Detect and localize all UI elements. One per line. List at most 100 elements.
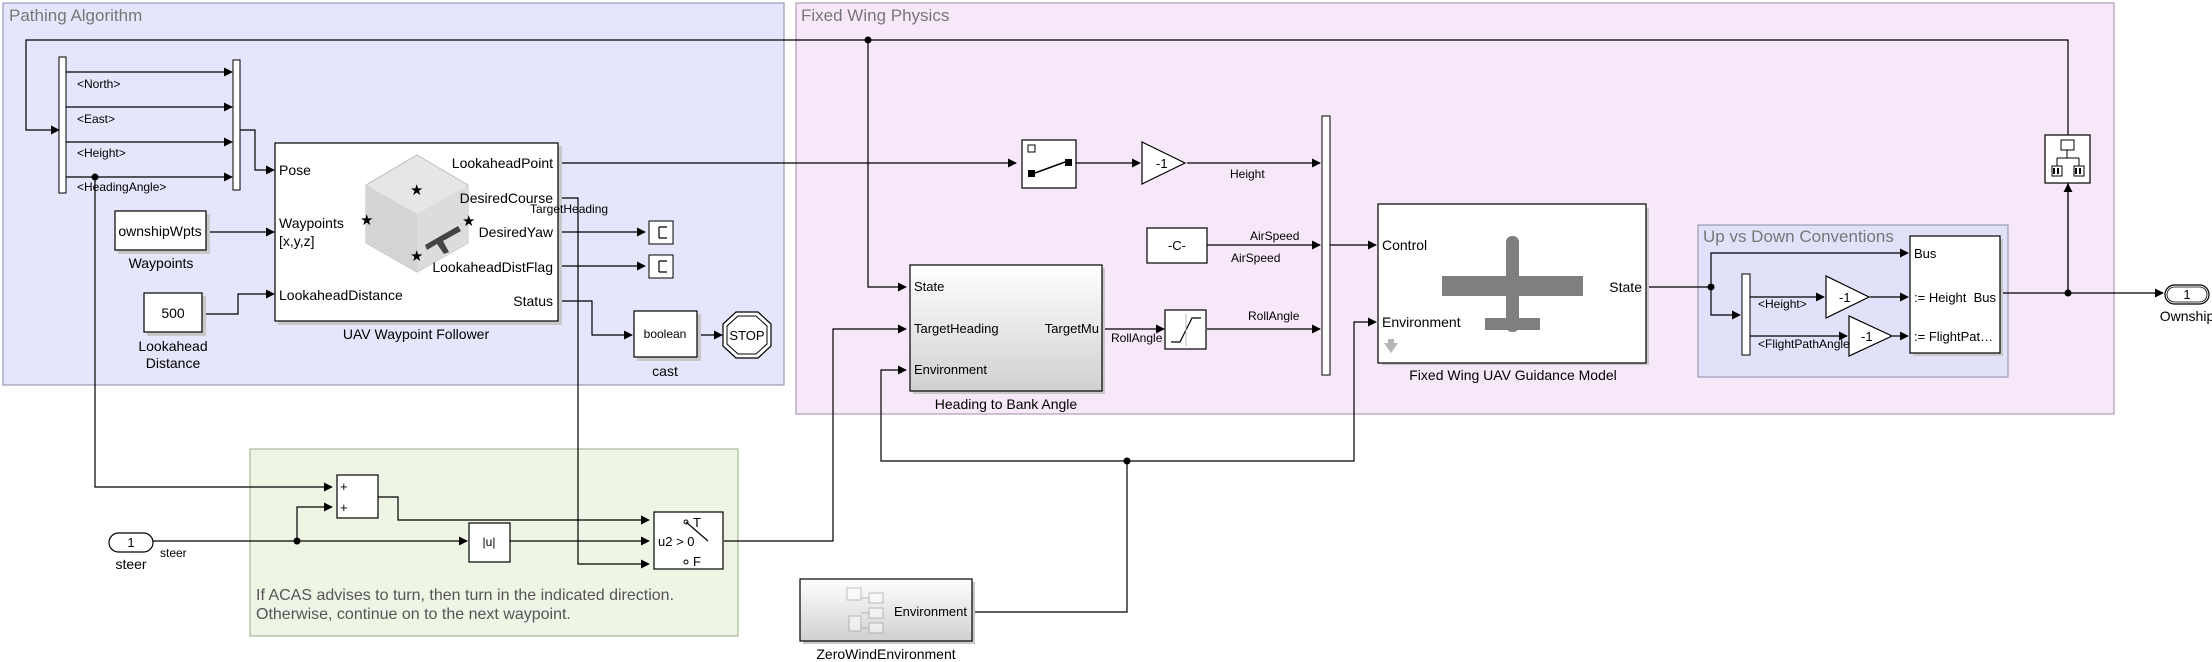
switch-block[interactable]: T u2 > 0 F: [653, 511, 724, 570]
switch-condition: u2 > 0: [658, 534, 695, 549]
port-lookahead-dist-flag: LookaheadDistFlag: [432, 259, 553, 275]
port-desired-yaw: DesiredYaw: [479, 224, 554, 240]
waypoint-star-icon: ★: [462, 213, 475, 230]
airspeed-value: -C-: [1168, 238, 1186, 253]
uav-waypoint-follower-caption: UAV Waypoint Follower: [343, 326, 490, 342]
port-control: Control: [1382, 237, 1427, 253]
signal-height: Height: [1230, 167, 1265, 181]
signal-airspeed-1: AirSpeed: [1250, 229, 1299, 243]
port-state: State: [914, 279, 944, 294]
guidance-model-caption: Fixed Wing UAV Guidance Model: [1409, 367, 1617, 383]
bus-signal-east: <East>: [77, 112, 115, 126]
port-assign-height: := Height: [1914, 290, 1967, 305]
bus-selector[interactable]: [58, 56, 67, 194]
bus-signal-heading-angle: <HeadingAngle>: [77, 180, 166, 194]
heading-to-bank-angle-block[interactable]: State TargetHeading Environment TargetMu: [909, 264, 1105, 394]
bus-signal-north: <North>: [77, 77, 120, 91]
gain-height-flip-block[interactable]: -1: [1825, 275, 1871, 319]
waypoint-3d-icon: ★ ★ ★ ★: [360, 154, 475, 273]
zero-wind-caption: ZeroWindEnvironment: [816, 646, 955, 662]
abs-label: |u|: [483, 535, 496, 549]
bus-assignment-block[interactable]: Bus := Height := FlightPat… Bus: [1909, 235, 2003, 356]
signal-target-heading: TargetHeading: [530, 202, 608, 216]
port-pose: Pose: [279, 162, 311, 178]
zero-wind-environment-block[interactable]: Environment: [799, 578, 975, 644]
stop-label: STOP: [729, 328, 764, 343]
port-environment: Environment: [914, 362, 987, 377]
lookahead-caption-1: Lookahead: [138, 338, 207, 354]
outport-number: 1: [2183, 287, 2190, 302]
note-line-2: Otherwise, continue on to the next waypo…: [256, 606, 571, 623]
sum-sign-2: +: [340, 500, 348, 515]
bus-selector-updown[interactable]: [1741, 273, 1751, 356]
bus-signal-flight-path-angle: <FlightPathAngle>: [1758, 337, 1857, 351]
signal-steer: steer: [160, 546, 187, 560]
bus-signal-height: <Height>: [77, 146, 126, 160]
gain-height-block[interactable]: -1: [1141, 141, 1187, 185]
signal-airspeed-2: AirSpeed: [1231, 251, 1280, 265]
switch-t-label: T: [693, 515, 701, 530]
inport-steer[interactable]: 1: [108, 532, 154, 553]
sum-block[interactable]: + +: [336, 474, 379, 519]
port-desired-course: DesiredCourse: [460, 190, 554, 206]
lookahead-caption-2: Distance: [146, 355, 201, 371]
port-env-out: Environment: [894, 604, 967, 619]
bus-assign-feedback-block[interactable]: [2044, 134, 2091, 184]
port-guidance-state: State: [1609, 279, 1642, 295]
heading-to-bank-angle-caption: Heading to Bank Angle: [935, 396, 1078, 412]
cast-value: boolean: [644, 327, 687, 341]
port-waypoints: Waypoints: [279, 215, 344, 231]
environment-bus-icon: [846, 587, 884, 634]
outport-name: Ownship: [2160, 308, 2212, 324]
manual-switch-block[interactable]: [1021, 139, 1077, 189]
lookahead-distance-constant[interactable]: 500: [143, 292, 206, 336]
airplane-icon: [425, 226, 461, 254]
airspeed-constant[interactable]: -C-: [1146, 227, 1208, 264]
cast-boolean-block[interactable]: boolean: [633, 310, 701, 361]
port-assign-fpa: := FlightPat…: [1914, 329, 1993, 344]
airplane-icon: [1442, 236, 1583, 332]
port-bus-out: Bus: [1974, 290, 1997, 305]
signal-roll-angle-in: RollAngle: [1111, 331, 1163, 345]
gain-flip-1-value: -1: [1839, 290, 1851, 305]
terminator-desired-yaw[interactable]: [648, 220, 674, 245]
outport-ownship[interactable]: 1: [2164, 284, 2210, 305]
uav-waypoint-follower-block[interactable]: ★ ★ ★ ★ Pose Waypoints [x,y,z] Lookahead…: [274, 142, 562, 325]
mux-pose[interactable]: [232, 59, 241, 191]
note-line-1: If ACAS advises to turn, then turn in th…: [256, 587, 674, 604]
stop-block[interactable]: STOP: [722, 311, 772, 359]
signal-roll-angle: RollAngle: [1248, 309, 1300, 323]
cast-caption: cast: [652, 363, 678, 379]
port-status: Status: [513, 293, 553, 309]
inport-name: steer: [115, 556, 146, 572]
area-up-down-title: Up vs Down Conventions: [1703, 227, 1894, 246]
terminator-lookahead-flag[interactable]: [648, 254, 674, 279]
mux-control[interactable]: [1321, 115, 1331, 376]
port-bus-in: Bus: [1914, 246, 1937, 261]
area-fixed-wing-title: Fixed Wing Physics: [801, 6, 949, 25]
waypoint-star-icon: ★: [410, 248, 423, 265]
abs-block[interactable]: |u|: [468, 522, 511, 563]
inport-number: 1: [127, 535, 134, 550]
waypoint-star-icon: ★: [360, 212, 373, 229]
port-lookahead-point: LookaheadPoint: [452, 155, 553, 171]
waypoints-constant[interactable]: ownshipWpts: [114, 210, 210, 254]
port-target-heading: TargetHeading: [914, 321, 999, 336]
port-waypoints-sub: [x,y,z]: [279, 233, 315, 249]
gain-height-value: -1: [1156, 156, 1168, 171]
port-guidance-environment: Environment: [1382, 314, 1461, 330]
saturation-block[interactable]: [1164, 309, 1207, 350]
waypoints-value: ownshipWpts: [118, 223, 201, 239]
switch-f-label: F: [693, 554, 701, 569]
sum-sign-1: +: [340, 479, 348, 494]
bus-signal-height-updown: <Height>: [1758, 297, 1807, 311]
guidance-model-block[interactable]: Control Environment State: [1377, 203, 1649, 365]
waypoints-caption: Waypoints: [129, 255, 194, 271]
lookahead-value: 500: [161, 305, 185, 321]
area-pathing-title: Pathing Algorithm: [9, 6, 142, 25]
gain-fpa-flip-block[interactable]: -1: [1848, 315, 1894, 357]
port-target-mu: TargetMu: [1045, 321, 1099, 336]
wires: [25, 36, 2164, 613]
port-lookahead-distance: LookaheadDistance: [279, 287, 403, 303]
